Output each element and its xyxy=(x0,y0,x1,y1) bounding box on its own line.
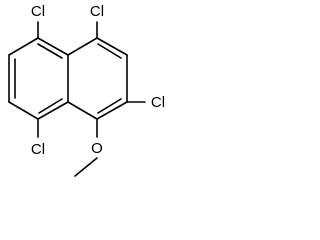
bond-c1-c8a xyxy=(67,101,98,120)
naphthalene-core xyxy=(8,37,128,120)
atom-oxygen: O xyxy=(91,140,103,157)
bond-o-ch3 xyxy=(74,157,98,177)
bond-c8-c8a xyxy=(37,101,69,120)
bond-c5-c6 xyxy=(8,37,39,56)
bond-c4-c3-inner xyxy=(97,43,122,59)
structure-diagram: Cl Cl Cl Cl O xyxy=(8,3,165,177)
atom-cl-top-right: Cl xyxy=(90,3,104,20)
bond-c2-c1-inner xyxy=(97,98,122,114)
atom-cl-bottom-left: Cl xyxy=(31,141,45,158)
atom-labels: Cl Cl Cl Cl O xyxy=(31,3,165,158)
atom-cl-right: Cl xyxy=(151,94,165,111)
bond-c4-c3 xyxy=(96,37,128,56)
bond-c2-c1 xyxy=(96,101,128,120)
bond-c4a-c5 xyxy=(37,37,69,56)
bond-c4a-c5-inner xyxy=(37,43,63,59)
bond-c8-c8a-inner xyxy=(38,98,63,114)
atom-cl-top-left: Cl xyxy=(31,3,45,20)
bond-c4a-c4 xyxy=(67,37,98,56)
bond-c7-c8 xyxy=(8,101,39,120)
substituent-bonds xyxy=(37,21,146,177)
